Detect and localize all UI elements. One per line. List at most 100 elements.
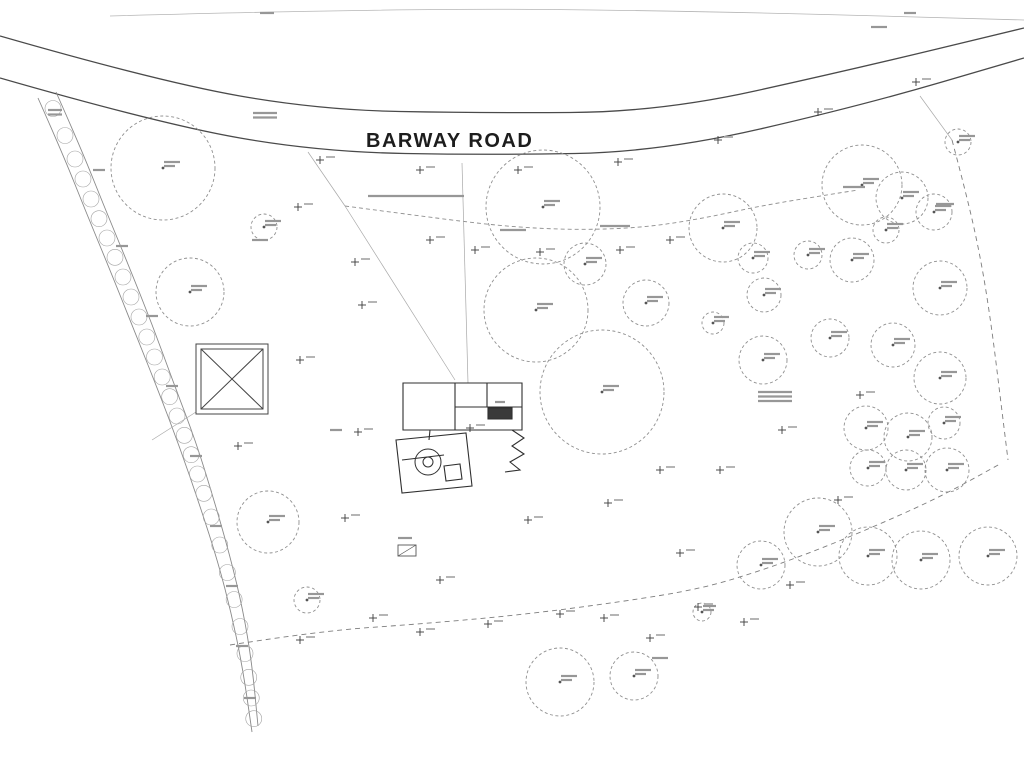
tree-canopy	[155, 257, 225, 327]
building-wall	[395, 432, 473, 494]
tree-trunk-dot	[942, 421, 946, 425]
tree-canopy	[110, 115, 216, 221]
building-feature-circle	[414, 448, 442, 476]
tree-trunk-dot	[860, 183, 864, 187]
tree-canopy	[958, 526, 1018, 586]
tree-canopy	[236, 490, 300, 554]
tree-canopy	[810, 318, 850, 358]
tree-canopy	[783, 497, 853, 567]
tree-trunk-dot	[932, 210, 936, 214]
tree-canopy	[872, 216, 900, 244]
building-wall	[504, 429, 526, 473]
hedge-scallop	[182, 446, 200, 463]
building-wall	[443, 463, 463, 482]
tree-layer	[110, 115, 1018, 717]
building-wall	[401, 454, 445, 461]
tree-canopy	[483, 257, 589, 363]
tree-canopy	[821, 144, 903, 226]
tree-canopy	[927, 406, 961, 440]
hedge-scallop	[66, 150, 84, 168]
tree-trunk-dot	[266, 520, 270, 524]
survey-line	[919, 95, 953, 141]
tree-trunk-dot	[759, 563, 763, 567]
hedge-scallop	[130, 308, 148, 326]
road-upper-edge	[0, 27, 1024, 114]
tree-canopy	[525, 647, 595, 717]
fence-line-bottom	[229, 463, 1001, 646]
tree-canopy	[843, 405, 889, 451]
tree-trunk-dot	[866, 554, 870, 558]
manhole-diagonal	[397, 544, 417, 557]
tree-canopy	[891, 530, 951, 590]
tree-canopy	[885, 449, 927, 491]
tree-canopy	[539, 329, 665, 455]
canopy-spread-line	[344, 189, 859, 230]
hedge-scallop	[98, 229, 116, 247]
tree-canopy	[924, 447, 970, 493]
hedge-scallop	[146, 348, 163, 366]
tree-trunk-dot	[711, 321, 715, 325]
tree-trunk-dot	[850, 258, 854, 262]
tree-trunk-dot	[828, 336, 832, 340]
tree-trunk-dot	[864, 426, 868, 430]
building-footprint	[395, 382, 526, 494]
tree-trunk-dot	[644, 301, 648, 305]
building-wall	[402, 382, 523, 431]
tree-canopy	[915, 193, 953, 231]
tree-canopy	[293, 586, 321, 614]
road-back-line	[109, 8, 1024, 21]
tree-canopy	[736, 540, 786, 590]
hedge-scallop	[176, 427, 193, 444]
tree-trunk-dot	[600, 390, 604, 394]
building-feature-circle	[422, 456, 434, 468]
tree-canopy	[849, 449, 887, 487]
tree-canopy	[622, 279, 670, 327]
tree-trunk-dot	[866, 466, 870, 470]
tree-trunk-dot	[938, 286, 942, 290]
tree-trunk-dot	[816, 530, 820, 534]
tree-canopy	[793, 240, 823, 270]
hedge-scallop	[225, 591, 243, 608]
tree-trunk-dot	[262, 225, 266, 229]
outbuilding-wall	[200, 348, 264, 410]
hedge-scallop	[195, 485, 213, 502]
tree-trunk-dot	[906, 435, 910, 439]
hedge-scallop	[138, 328, 156, 346]
hedge-scallop	[74, 170, 92, 188]
tree-canopy	[563, 242, 607, 286]
tree-trunk-dot	[534, 308, 538, 312]
tree-trunk-dot	[188, 290, 192, 294]
tree-canopy	[250, 213, 278, 241]
hedge-scallop	[161, 388, 178, 405]
tree-trunk-dot	[558, 680, 562, 684]
tree-canopy	[883, 412, 933, 462]
tree-canopy	[609, 651, 659, 701]
tree-canopy	[838, 526, 898, 586]
annotation-layer	[48, 11, 954, 700]
tree-canopy	[746, 277, 782, 313]
hedge-scallop	[44, 100, 62, 117]
tree-trunk-dot	[541, 205, 545, 209]
manhole-symbol	[397, 544, 417, 557]
tree-canopy	[944, 128, 972, 156]
tree-canopy	[829, 237, 875, 283]
tree-canopy	[912, 260, 968, 316]
tree-canopy	[913, 351, 967, 405]
tree-canopy	[688, 193, 758, 263]
tree-trunk-dot	[700, 610, 704, 614]
tree-trunk-dot	[751, 256, 755, 260]
tree-canopy	[701, 311, 725, 335]
hedge-scallop	[245, 710, 263, 727]
tree-trunk-dot	[919, 558, 923, 562]
hedge-scallop	[231, 618, 249, 635]
outbuilding-footprint	[195, 343, 269, 415]
building-wall	[487, 407, 513, 420]
hedge-scallop	[122, 288, 140, 306]
hedge-scallop	[189, 465, 206, 483]
hedge-scallop	[153, 368, 171, 386]
tree-trunk-dot	[161, 166, 165, 170]
hedge-scallop	[202, 508, 220, 526]
hedge-scallop	[211, 536, 229, 554]
survey-line	[151, 411, 197, 441]
